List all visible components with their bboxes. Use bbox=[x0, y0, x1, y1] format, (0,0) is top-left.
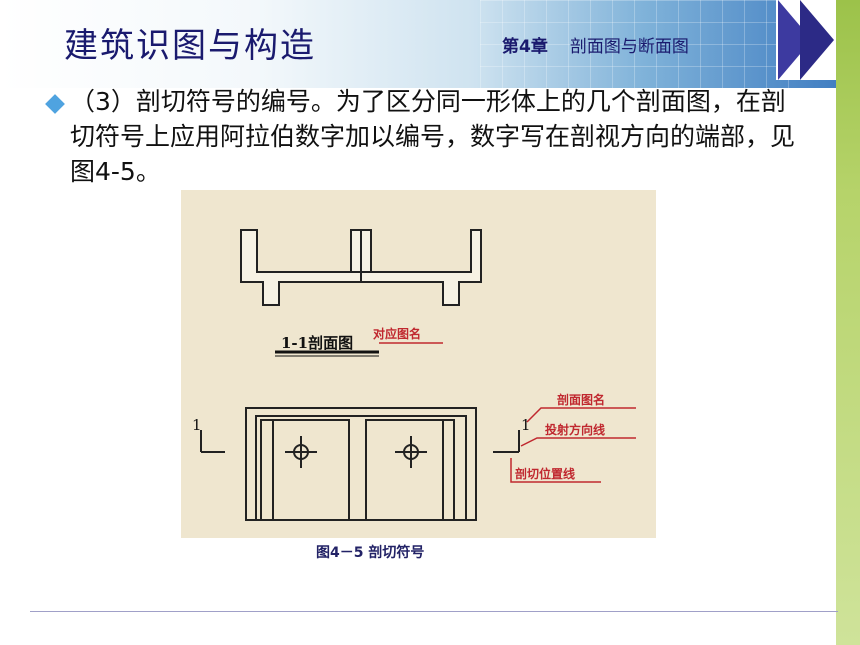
chevron-right-icon-2 bbox=[800, 0, 834, 80]
label-projection-direction: 投射方向线 bbox=[545, 422, 605, 437]
label-section-name: 剖面图名 bbox=[557, 392, 605, 407]
chapter-number: 第4章 bbox=[502, 37, 548, 57]
right-accent-bar bbox=[836, 0, 860, 645]
chapter-title: 剖面图与断面图 bbox=[569, 37, 689, 57]
footer-divider bbox=[30, 611, 838, 612]
section-drawing bbox=[200, 229, 520, 521]
section-view-label: 1-1剖面图 bbox=[281, 334, 353, 352]
figure-caption: 图4－5 剖切符号 bbox=[316, 545, 425, 561]
cut-number-right: 1 bbox=[521, 416, 531, 434]
figure-drawing: 1-1剖面图 对应图名 1 1 剖面图名 投射方向线 剖切位置线 bbox=[192, 229, 636, 521]
body-paragraph: （3）剖切符号的编号。为了区分同一形体上的几个剖面图，在剖切符号上应用阿拉伯数字… bbox=[70, 87, 796, 186]
cut-number-left: 1 bbox=[192, 416, 202, 434]
label-cutting-position: 剖切位置线 bbox=[515, 466, 575, 481]
diamond-bullet-icon bbox=[45, 94, 65, 114]
annotation-leaders bbox=[510, 407, 636, 483]
slide-title: 建筑识图与构造 bbox=[64, 26, 316, 66]
label-corresponding-name: 对应图名 bbox=[373, 326, 421, 341]
header-band bbox=[0, 0, 860, 88]
section-symbol-figure: 1-1剖面图 对应图名 1 1 剖面图名 投射方向线 剖切位置线 bbox=[181, 190, 656, 538]
chapter-heading: 第4章 剖面图与断面图 bbox=[502, 32, 689, 57]
